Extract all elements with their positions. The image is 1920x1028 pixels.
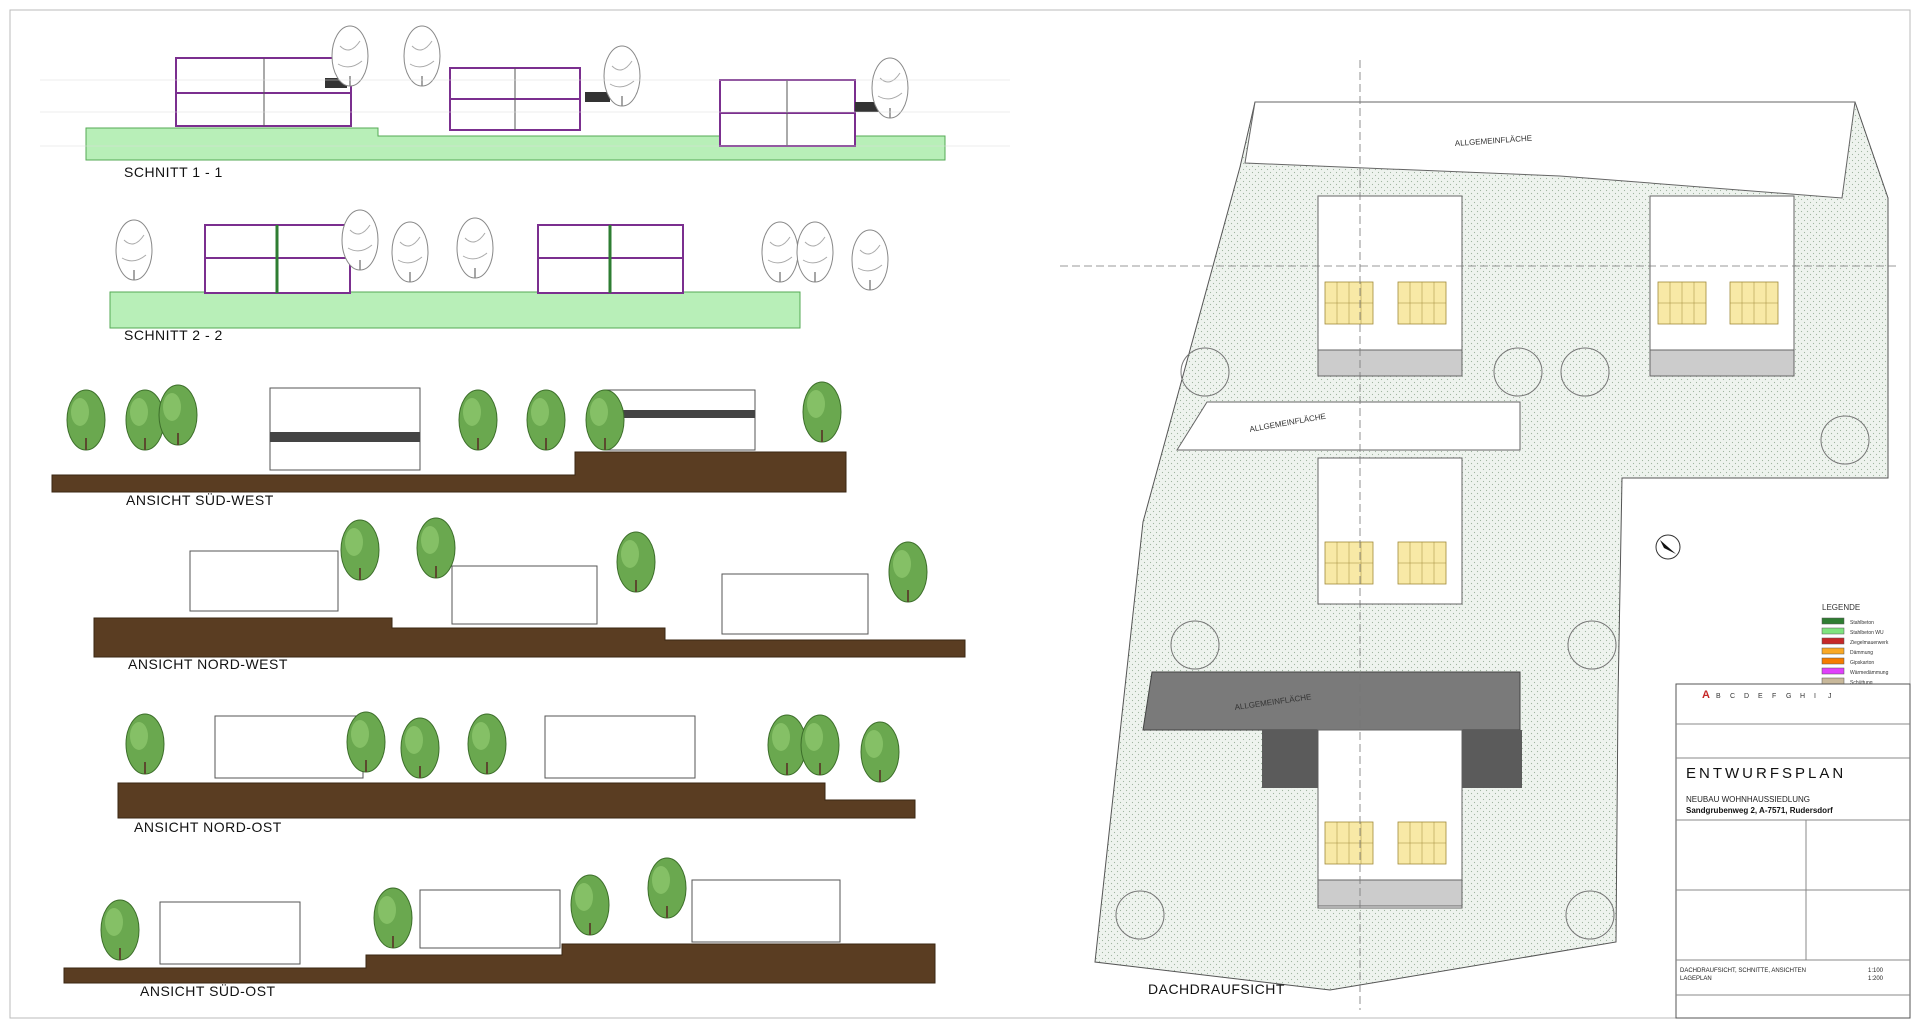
project-address: Sandgrubenweg 2, A-7571, Rudersdorf [1686, 806, 1833, 815]
grid-letter: B [1716, 693, 1721, 700]
sheet-border [9, 9, 1911, 1019]
grid-letter: I [1814, 693, 1816, 700]
sheet-contents-2: LAGEPLAN [1680, 976, 1712, 982]
view-nw-drawing [93, 517, 966, 658]
label-section-1: SCHNITT 1 - 1 [124, 164, 223, 180]
grid-letter: D [1744, 693, 1749, 700]
view-so-drawing [63, 857, 936, 984]
label-view-sw: ANSICHT SÜD-WEST [126, 491, 274, 508]
view-no-drawing [117, 711, 916, 819]
scale-2: 1:200 [1868, 976, 1884, 982]
plan-type: ENTWURFSPLAN [1686, 765, 1846, 782]
label-view-nw: ANSICHT NORD-WEST [128, 656, 288, 672]
legend-swatch [1821, 637, 1845, 645]
legend-swatch [1821, 647, 1845, 655]
legend-label: Wärmedämmung [1850, 670, 1889, 676]
legend-swatch [1821, 627, 1845, 635]
legend-label: Ziegelmauerwerk [1850, 640, 1889, 646]
grid-letter: F [1772, 693, 1776, 700]
label-view-no: ANSICHT NORD-OST [134, 819, 282, 835]
grid-letter: A [1702, 689, 1710, 701]
project-name: NEUBAU WOHNHAUSSIEDLUNG [1686, 795, 1810, 804]
legend-label: Stahlbeton [1850, 620, 1874, 626]
section-2-drawing [109, 209, 889, 329]
scale-1: 1:100 [1868, 968, 1884, 974]
roof-plan-drawing [1060, 60, 1900, 1010]
sheet-contents: DACHDRAUFSICHT, SCHNITTE, ANSICHTEN [1680, 968, 1806, 974]
view-sw-drawing [51, 381, 847, 493]
legend-swatch [1821, 617, 1845, 625]
grid-letter: J [1828, 693, 1832, 700]
legend-swatch [1821, 667, 1845, 675]
legend-swatch [1821, 657, 1845, 665]
grid-letter: H [1800, 693, 1805, 700]
label-view-so: ANSICHT SÜD-OST [140, 982, 276, 999]
grid-letter: E [1758, 693, 1763, 700]
legend-title: LEGENDE [1822, 603, 1860, 612]
grid-letter: C [1730, 693, 1735, 700]
grid-letter: G [1786, 693, 1791, 700]
label-section-2: SCHNITT 2 - 2 [124, 327, 223, 343]
legend-label: Stahlbeton WU [1850, 630, 1884, 636]
legend-label: Gipskarton [1850, 660, 1874, 666]
label-roof-plan: DACHDRAUFSICHT [1148, 981, 1285, 997]
legend-swatch [1821, 677, 1845, 685]
legend-label: Dämmung [1850, 650, 1873, 656]
legend-label: Schüttung [1850, 680, 1873, 686]
section-1-drawing [40, 25, 1010, 161]
